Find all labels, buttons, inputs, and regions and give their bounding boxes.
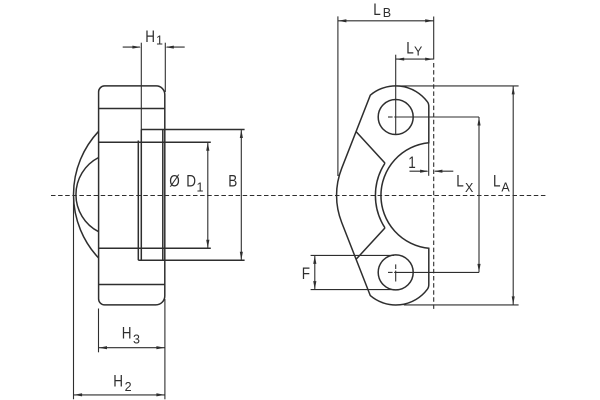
svg-text:B: B [383,6,391,20]
svg-text:1: 1 [197,181,204,195]
svg-text:L: L [406,39,414,58]
svg-text:B: B [228,172,237,191]
svg-text:Ø: Ø [169,172,180,191]
svg-text:H: H [145,28,155,47]
svg-text:L: L [373,1,381,20]
svg-text:3: 3 [133,333,140,347]
svg-text:L: L [456,172,464,191]
svg-text:1: 1 [408,154,416,173]
svg-text:X: X [465,181,474,195]
svg-text:H: H [122,324,132,343]
svg-text:Y: Y [414,45,423,59]
svg-text:2: 2 [125,380,132,394]
svg-text:D: D [186,172,196,191]
svg-text:H: H [113,372,123,391]
svg-text:A: A [501,181,510,195]
svg-text:L: L [493,172,501,191]
svg-text:F: F [302,265,310,284]
svg-text:1: 1 [156,33,163,47]
